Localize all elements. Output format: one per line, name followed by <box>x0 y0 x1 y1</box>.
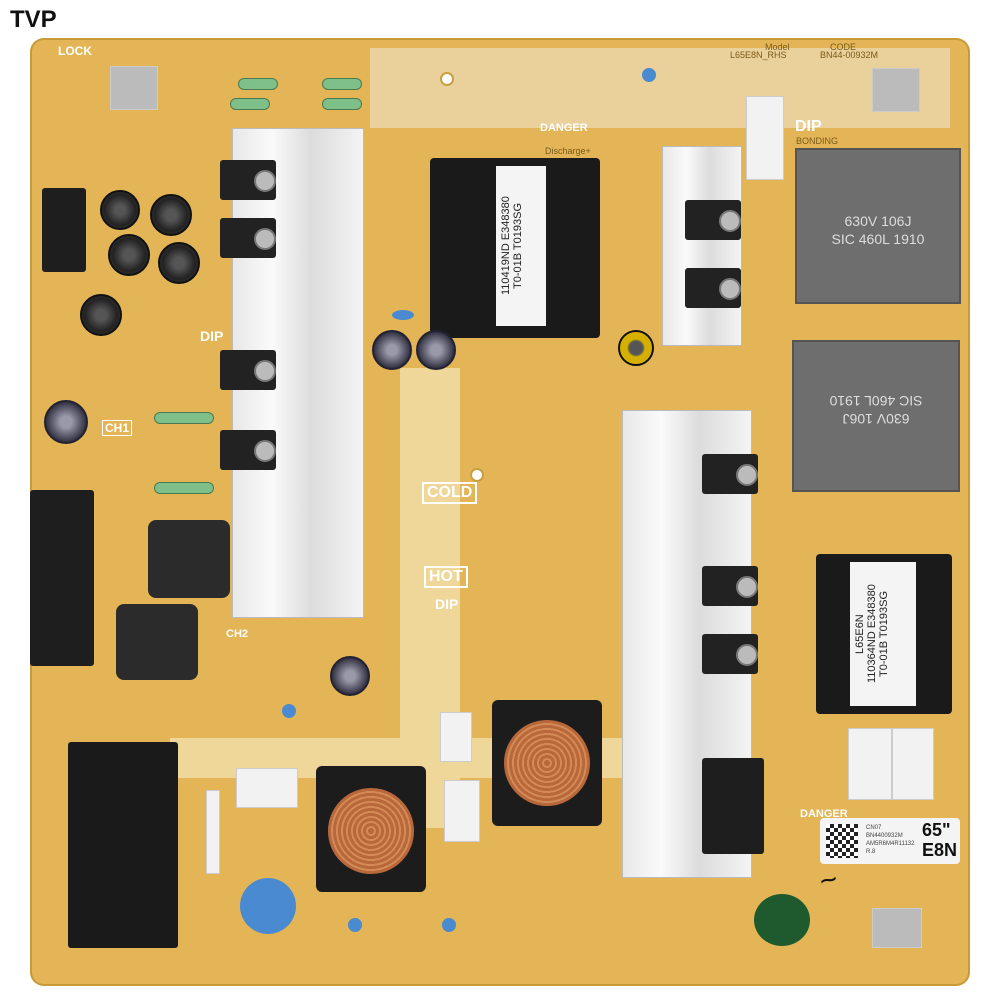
film-capacitor-top: 630V 106J SIC 460L 1910 <box>795 148 961 304</box>
x-capacitor <box>440 712 472 762</box>
label-model: E8N <box>922 840 958 860</box>
transistor <box>685 268 741 308</box>
bonding-label: BONDING <box>796 136 839 146</box>
transistor <box>702 566 758 606</box>
standby-transformer-label: L65E6N 110364ND E348380 T0-01B T0193SG <box>850 562 916 706</box>
lock-clip <box>110 66 158 110</box>
model-header: Model <box>765 42 790 52</box>
capacitor <box>372 330 412 370</box>
inductor <box>148 520 230 598</box>
y-capacitor <box>392 310 414 320</box>
cap-rating: 630V 106J <box>844 213 912 229</box>
y-capacitor <box>442 918 456 932</box>
lock-label: LOCK <box>58 44 92 58</box>
cap-code: SIC 460L 1910 <box>831 231 925 247</box>
resistor-cement <box>746 96 784 180</box>
transformer-line-1: 110419ND E348380 <box>500 196 512 296</box>
transformer-line-1: 110364ND E348380 <box>866 584 878 684</box>
varistor <box>240 878 296 934</box>
lock-clip <box>872 68 920 112</box>
dip-label-3: DIP <box>795 118 822 135</box>
main-transformer-label: 110419ND E348380 T0-01B T0193SG <box>496 166 546 326</box>
model-value: L65E8N_RHS <box>730 50 787 60</box>
capacitor <box>150 194 192 236</box>
resistor <box>238 78 278 90</box>
product-label: CN07 BN4400932M AM5R6M4R11132 R.8 65" E8… <box>820 818 960 864</box>
capacitor <box>618 330 654 366</box>
pcb-board: LOCK DANGER DANGER COLD HOT DIP DIP DIP … <box>30 38 970 986</box>
capacitor <box>108 234 150 276</box>
ch1-label: CH1 <box>102 420 133 436</box>
resistor <box>154 412 214 424</box>
x-capacitor <box>892 728 934 800</box>
qr-code <box>826 824 858 858</box>
capacitor <box>80 294 122 336</box>
lock-clip <box>872 908 922 948</box>
connector-cn801[interactable] <box>42 188 86 272</box>
x-capacitor <box>236 768 298 808</box>
resistor <box>154 482 214 494</box>
watermark: TVP <box>10 6 57 33</box>
capacitor <box>100 190 140 230</box>
resistor <box>230 98 270 110</box>
x-capacitor <box>848 728 892 800</box>
handwritten-mark: ~ <box>815 862 842 899</box>
dip-label-2: DIP <box>435 596 459 612</box>
label-line-1: CN07 <box>866 825 882 831</box>
transistor <box>220 218 276 258</box>
cold-label: COLD <box>422 482 478 504</box>
transistor <box>685 200 741 240</box>
inductor <box>116 604 198 680</box>
capacitor <box>330 656 370 696</box>
mounting-hole <box>440 72 454 86</box>
heatsink-top-right <box>662 146 742 346</box>
capacitor <box>158 242 200 284</box>
label-line-3: AM5R6M4R11132 <box>866 841 915 847</box>
capacitor <box>416 330 456 370</box>
cap-rating: 630V 106J <box>842 411 910 427</box>
danger-label-2: DANGER <box>800 808 848 820</box>
connector-cn8l01[interactable] <box>30 490 94 666</box>
y-capacitor <box>348 918 362 932</box>
film-capacitor-bottom: 630V 106J SIC 460L 1910 <box>792 340 960 492</box>
hot-label: HOT <box>424 566 468 588</box>
capacitor <box>44 400 88 444</box>
code-value: BN44-00932M <box>820 50 879 60</box>
ac-inlet[interactable] <box>68 742 178 948</box>
transformer-line-2: T0-01B T0193SG <box>512 203 524 290</box>
resistor <box>322 78 362 90</box>
discharge-label: Discharge+ <box>545 146 591 156</box>
transistor <box>220 430 276 470</box>
ch2-label: CH2 <box>226 628 249 640</box>
x-capacitor <box>444 780 480 842</box>
transformer-line-2: T0-01B T0193SG <box>878 591 890 678</box>
dip-label: DIP <box>200 328 224 344</box>
trace <box>370 48 950 128</box>
fuse <box>206 790 220 874</box>
label-size: 65" <box>922 820 951 840</box>
mounting-hole <box>470 468 484 482</box>
code-header: CODE <box>830 42 857 52</box>
transformer-line-0: L65E6N <box>854 614 866 654</box>
bridge-rectifier <box>702 758 764 854</box>
label-line-2: BN4400932M <box>866 833 903 839</box>
thermistor <box>754 894 810 946</box>
danger-label: DANGER <box>540 122 588 134</box>
cap-code: SIC 460L 1910 <box>829 393 923 409</box>
transistor <box>220 350 276 390</box>
transistor <box>220 160 276 200</box>
transistor <box>702 454 758 494</box>
toroid-coil <box>322 782 420 880</box>
label-line-4: R.8 <box>866 849 876 855</box>
transistor <box>702 634 758 674</box>
toroid-coil <box>498 714 596 812</box>
y-capacitor <box>642 68 656 82</box>
y-capacitor <box>282 704 296 718</box>
resistor <box>322 98 362 110</box>
